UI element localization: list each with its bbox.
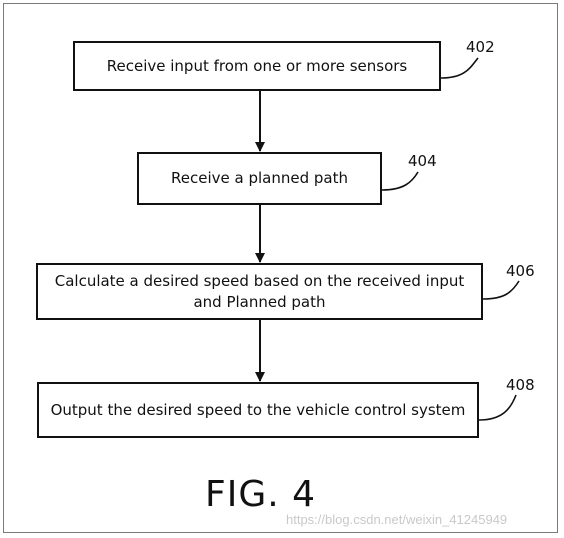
step-box-404: Receive a planned path: [137, 152, 382, 205]
ref-number-406: 406: [506, 262, 535, 280]
step-box-406: Calculate a desired speed based on the r…: [36, 263, 483, 320]
leader-408: [478, 394, 517, 421]
figure-frame: [3, 3, 558, 533]
watermark-url: https://blog.csdn.net/weixin_41245949: [286, 512, 508, 527]
leader-404: [381, 171, 419, 191]
leader-406: [482, 280, 520, 300]
step-box-408: Output the desired speed to the vehicle …: [37, 382, 479, 438]
step-box-402: Receive input from one or more sensors: [73, 41, 441, 91]
step-text-408: Output the desired speed to the vehicle …: [50, 400, 466, 419]
step-text-406: Calculate a desired speed based on the r…: [55, 271, 465, 313]
figure-label: FIG. 4: [205, 474, 317, 515]
ref-number-408: 408: [506, 376, 535, 394]
leader-402: [440, 57, 479, 79]
step-text-402: Receive input from one or more sensors: [106, 56, 408, 75]
step-text-406-line2: and Planned path: [193, 292, 326, 311]
ref-number-404: 404: [408, 152, 437, 170]
step-text-406-line1: Calculate a desired speed based on the r…: [54, 271, 465, 290]
ref-number-402: 402: [466, 38, 495, 56]
step-text-404: Receive a planned path: [171, 169, 348, 187]
